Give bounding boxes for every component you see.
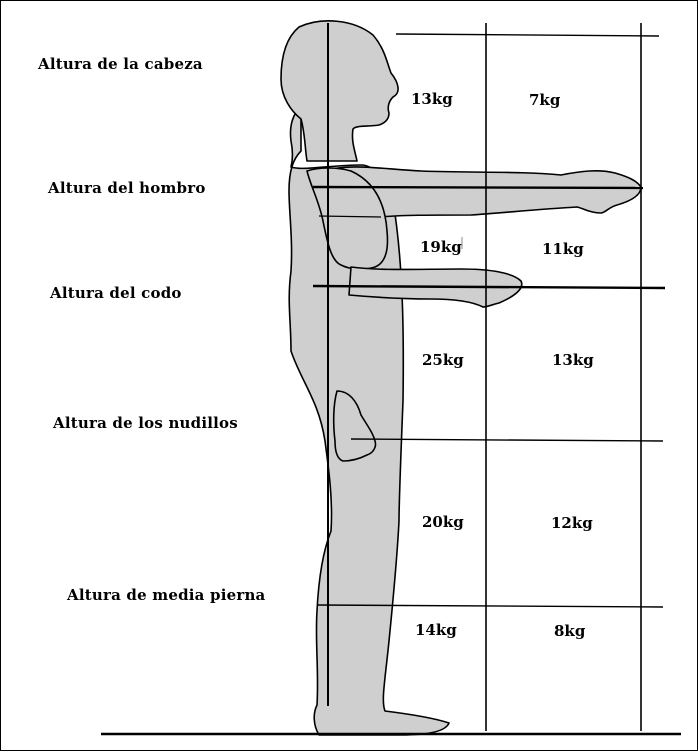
weight-midleg-near: 14kg bbox=[415, 621, 457, 639]
label-elbow-height: Altura del codo bbox=[50, 284, 182, 302]
weight-knuckle-near: 20kg bbox=[422, 513, 464, 531]
label-head-height: Altura de la cabeza bbox=[38, 55, 203, 73]
label-midleg-height: Altura de media pierna bbox=[67, 586, 265, 604]
weight-midleg-far: 8kg bbox=[554, 622, 585, 640]
label-shoulder-height: Altura del hombro bbox=[48, 179, 206, 197]
human-silhouette bbox=[281, 21, 641, 735]
shoulder-line bbox=[313, 187, 643, 188]
top-line bbox=[396, 34, 659, 36]
weight-shoulder-near: 19kg bbox=[420, 238, 462, 256]
weight-elbow-near: 25kg bbox=[422, 351, 464, 369]
weight-elbow-far: 13kg bbox=[552, 351, 594, 369]
label-knuckle-height: Altura de los nudillos bbox=[53, 414, 238, 432]
weight-head-near: 13kg bbox=[411, 90, 453, 108]
weight-shoulder-far: 11kg bbox=[542, 240, 584, 258]
weight-knuckle-far: 12kg bbox=[551, 514, 593, 532]
weight-head-far: 7kg bbox=[529, 91, 560, 109]
